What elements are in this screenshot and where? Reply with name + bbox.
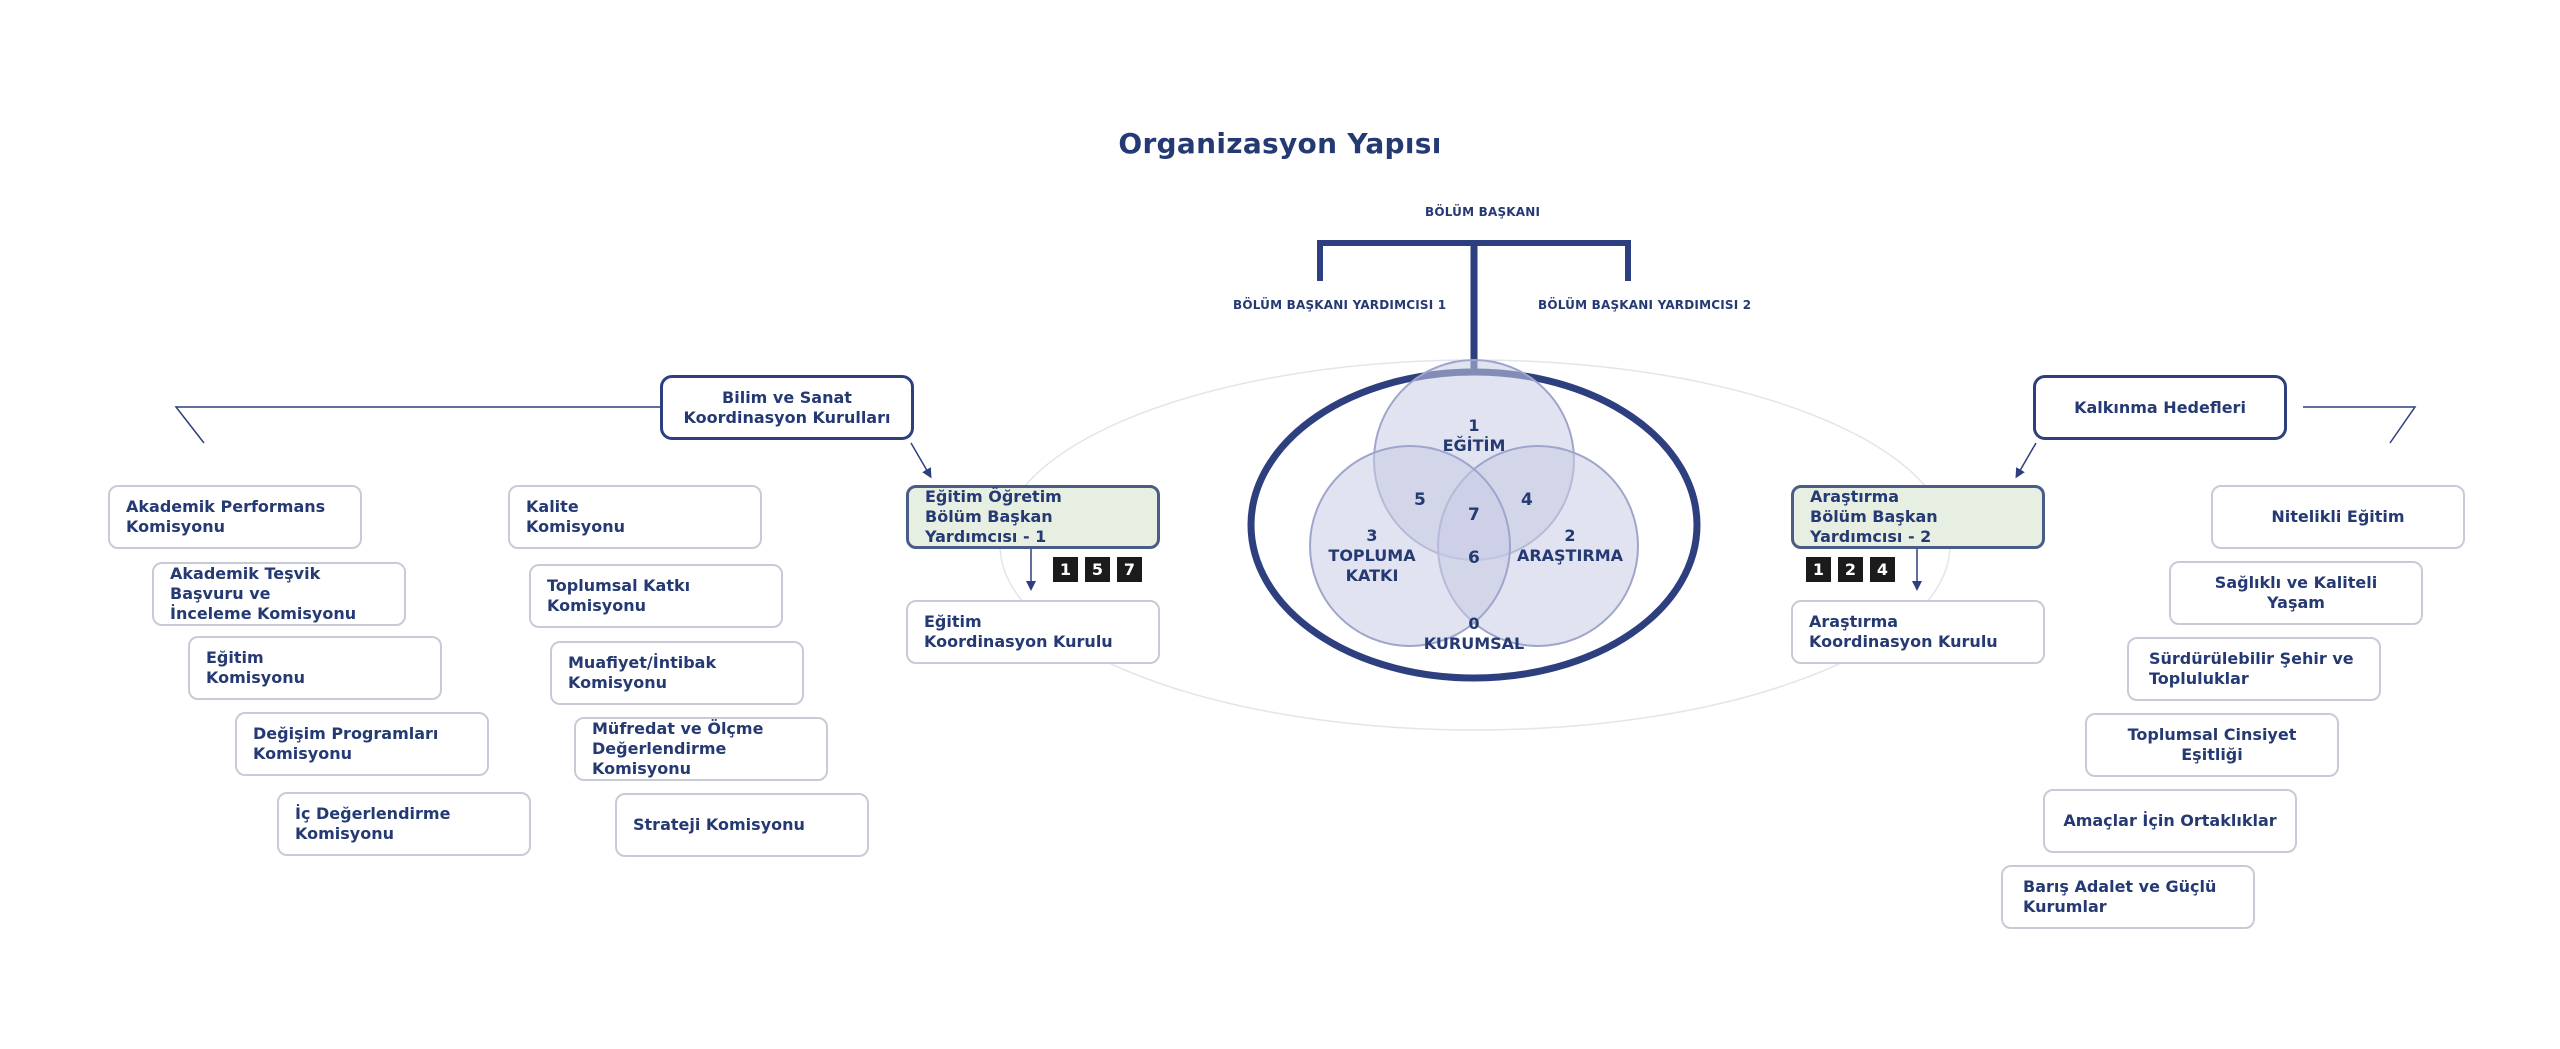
- left-commission-3-label: Eğitim Komisyonu: [206, 648, 305, 687]
- left-commission-2-label: Akademik Teşvik Başvuru ve İnceleme Komi…: [170, 564, 357, 623]
- venn-number-5: 5: [1414, 490, 1426, 510]
- goal-2[interactable]: Sağlıklı ve Kaliteli Yaşam: [2169, 561, 2423, 625]
- goal-4[interactable]: Toplumsal Cinsiyet Eşitliği: [2085, 713, 2339, 777]
- left-commission-4-label: Değişim Programları Komisyonu: [253, 724, 439, 763]
- venn-label-arastirma: 2 ARAŞTIRMA: [1516, 526, 1624, 565]
- left-commission-9[interactable]: Müfredat ve Ölçme Değerlendirme Komisyon…: [574, 717, 828, 781]
- egitim-board-box[interactable]: Eğitim Koordinasyon Kurulu: [906, 600, 1160, 664]
- left-commission-10-label: Strateji Komisyonu: [633, 815, 805, 834]
- left-commission-1[interactable]: Akademik Performans Komisyonu: [108, 485, 362, 549]
- goal-3[interactable]: Sürdürülebilir Şehir ve Topluluklar: [2127, 637, 2381, 701]
- goal-5[interactable]: Amaçlar İçin Ortaklıklar: [2043, 789, 2297, 853]
- right-tag-2: 2: [1838, 557, 1863, 582]
- venn-label-kurumsal: 0 KURUMSAL: [1423, 614, 1525, 653]
- goal-1[interactable]: Nitelikli Eğitim: [2211, 485, 2465, 549]
- left-tag-3: 7: [1117, 557, 1142, 582]
- venn-number-4: 4: [1521, 490, 1533, 510]
- goal-6[interactable]: Barış Adalet ve Güçlü Kurumlar: [2001, 865, 2255, 929]
- venn-label-egitim: 1 EĞİTİM: [1442, 416, 1506, 455]
- arastirma-board-box[interactable]: Araştırma Koordinasyon Kurulu: [1791, 600, 2045, 664]
- page-title: Organizasyon Yapısı: [1118, 127, 1442, 160]
- egitim-board-label: Eğitim Koordinasyon Kurulu: [924, 612, 1113, 651]
- right-tag-1: 1: [1806, 557, 1831, 582]
- left-tag-2: 5: [1085, 557, 1110, 582]
- goal-2-label: Sağlıklı ve Kaliteli Yaşam: [2214, 573, 2378, 612]
- left-commission-6-label: Kalite Komisyonu: [526, 497, 625, 536]
- venn-number-7: 7: [1468, 505, 1480, 525]
- goal-6-label: Barış Adalet ve Güçlü Kurumlar: [2023, 877, 2217, 916]
- goal-1-label: Nitelikli Eğitim: [2271, 507, 2405, 526]
- bilim-sanat-header[interactable]: Bilim ve Sanat Koordinasyon Kurulları: [660, 375, 914, 440]
- left-commission-7-label: Toplumsal Katkı Komisyonu: [547, 576, 691, 615]
- left-commission-9-label: Müfredat ve Ölçme Değerlendirme Komisyon…: [592, 719, 764, 778]
- venn-number-6: 6: [1468, 548, 1480, 568]
- venn-circle-toplum: [1309, 445, 1511, 647]
- venn-label-toplum: 3 TOPLUMA KATKI: [1328, 526, 1416, 585]
- arastirma-vp-label: Araştırma Bölüm Başkan Yardımcısı - 2: [1810, 487, 1938, 546]
- egitim-vp-label: Eğitim Öğretim Bölüm Başkan Yardımcısı -…: [925, 487, 1062, 546]
- arastirma-board-label: Araştırma Koordinasyon Kurulu: [1809, 612, 1998, 651]
- left-commission-5-label: İç Değerlendirme Komisyonu: [295, 804, 451, 843]
- arastirma-vp-box[interactable]: Araştırma Bölüm Başkan Yardımcısı - 2: [1791, 485, 2045, 549]
- kalkinma-header[interactable]: Kalkınma Hedefleri: [2033, 375, 2287, 440]
- egitim-vp-box[interactable]: Eğitim Öğretim Bölüm Başkan Yardımcısı -…: [906, 485, 1160, 549]
- left-commission-1-label: Akademik Performans Komisyonu: [126, 497, 326, 536]
- left-tag-1: 1: [1053, 557, 1078, 582]
- left-commission-4[interactable]: Değişim Programları Komisyonu: [235, 712, 489, 776]
- bilim-sanat-header-label: Bilim ve Sanat Koordinasyon Kurulları: [683, 387, 891, 427]
- kalkinma-header-label: Kalkınma Hedefleri: [2074, 397, 2246, 417]
- left-commission-7[interactable]: Toplumsal Katkı Komisyonu: [529, 564, 783, 628]
- left-commission-8[interactable]: Muafiyet/İntibak Komisyonu: [550, 641, 804, 705]
- left-commission-2[interactable]: Akademik Teşvik Başvuru ve İnceleme Komi…: [152, 562, 406, 626]
- goal-4-label: Toplumsal Cinsiyet Eşitliği: [2127, 725, 2297, 764]
- goal-5-label: Amaçlar İçin Ortaklıklar: [2063, 811, 2277, 830]
- left-commission-3[interactable]: Eğitim Komisyonu: [188, 636, 442, 700]
- right-tag-3: 4: [1870, 557, 1895, 582]
- left-commission-6[interactable]: Kalite Komisyonu: [508, 485, 762, 549]
- head-label: BÖLÜM BAŞKANI: [1425, 205, 1541, 219]
- goal-3-label: Sürdürülebilir Şehir ve Topluluklar: [2149, 649, 2354, 688]
- deputy-2-label: BÖLÜM BAŞKANI YARDIMCISI 2: [1538, 298, 1752, 312]
- left-commission-8-label: Muafiyet/İntibak Komisyonu: [568, 653, 717, 692]
- deputy-1-label: BÖLÜM BAŞKANI YARDIMCISI 1: [1233, 298, 1447, 312]
- left-commission-5[interactable]: İç Değerlendirme Komisyonu: [277, 792, 531, 856]
- left-commission-10[interactable]: Strateji Komisyonu: [615, 793, 869, 857]
